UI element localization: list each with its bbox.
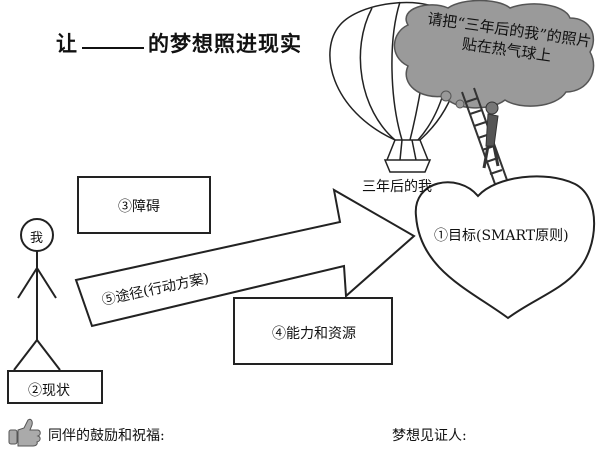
title-suffix: 的梦想照进现实 bbox=[148, 32, 302, 56]
stick-figure bbox=[13, 218, 61, 371]
thumbs-up-icon bbox=[8, 418, 41, 447]
ability-box bbox=[233, 297, 393, 365]
title-blank-line bbox=[82, 47, 144, 49]
climber-figure bbox=[482, 101, 500, 169]
person-head-label: 我 bbox=[30, 231, 44, 246]
balloon-caption: 三年后的我 bbox=[362, 179, 432, 195]
partner-encouragement: 同伴的鼓励和祝福: bbox=[48, 428, 165, 444]
current-box bbox=[7, 370, 103, 404]
ability-label: ④能力和资源 bbox=[272, 326, 356, 342]
page-title: 让 的梦想照进现实 bbox=[56, 28, 302, 58]
current-label: ②现状 bbox=[28, 383, 70, 399]
path-arrow bbox=[74, 188, 416, 328]
obstacles-box bbox=[77, 176, 211, 234]
obstacles-label: ③障碍 bbox=[118, 199, 160, 215]
goal-label: ①目标(SMART原则) bbox=[434, 228, 569, 244]
dream-witness: 梦想见证人: bbox=[392, 428, 467, 444]
cloud-shape bbox=[393, 0, 595, 109]
heart-shape bbox=[414, 175, 596, 320]
title-prefix: 让 bbox=[56, 32, 78, 56]
